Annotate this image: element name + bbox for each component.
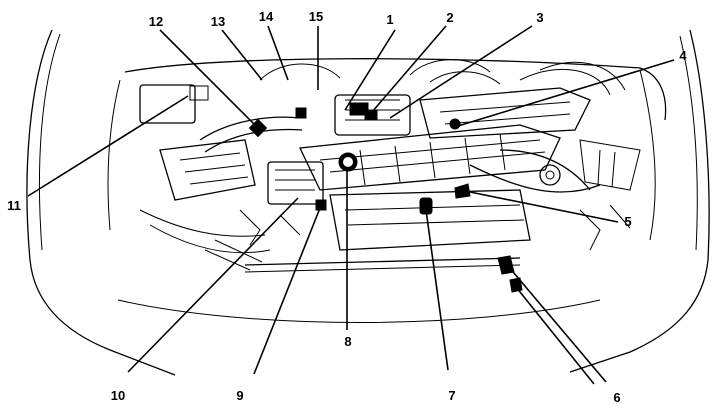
leader-9 <box>253 207 321 375</box>
leader-12 <box>159 29 257 127</box>
callout-13: 13 <box>211 14 225 29</box>
callout-3: 3 <box>536 10 543 25</box>
callout-1: 1 <box>386 12 393 27</box>
callout-8: 8 <box>344 334 351 349</box>
callout-10: 10 <box>111 388 125 403</box>
leader-13 <box>221 29 263 81</box>
vehicle-body-outline <box>26 29 710 376</box>
leader-5 <box>469 191 619 223</box>
leader-2 <box>371 25 447 113</box>
callout-4: 4 <box>679 48 687 63</box>
leader-4 <box>457 59 675 127</box>
callout-labels: 1 2 3 4 5 6 7 8 9 10 11 12 13 14 15 <box>7 9 687 405</box>
leader-6b <box>515 286 595 385</box>
leader-lines <box>27 25 675 385</box>
callout-12: 12 <box>149 14 163 29</box>
component-markers <box>248 102 523 293</box>
callout-6: 6 <box>613 390 620 405</box>
callout-7: 7 <box>448 388 455 403</box>
leader-14 <box>267 25 289 81</box>
leader-7 <box>425 209 449 371</box>
leader-6a <box>507 265 607 383</box>
leader-1 <box>344 29 396 111</box>
engine-assembly <box>139 59 641 273</box>
leader-3 <box>389 25 533 119</box>
callout-15: 15 <box>309 9 323 24</box>
callout-11: 11 <box>7 198 21 213</box>
callout-14: 14 <box>259 9 274 24</box>
callout-2: 2 <box>446 10 453 25</box>
leader-10 <box>127 197 299 373</box>
callout-9: 9 <box>236 388 243 403</box>
callout-5: 5 <box>624 214 631 229</box>
leader-11 <box>27 95 189 197</box>
